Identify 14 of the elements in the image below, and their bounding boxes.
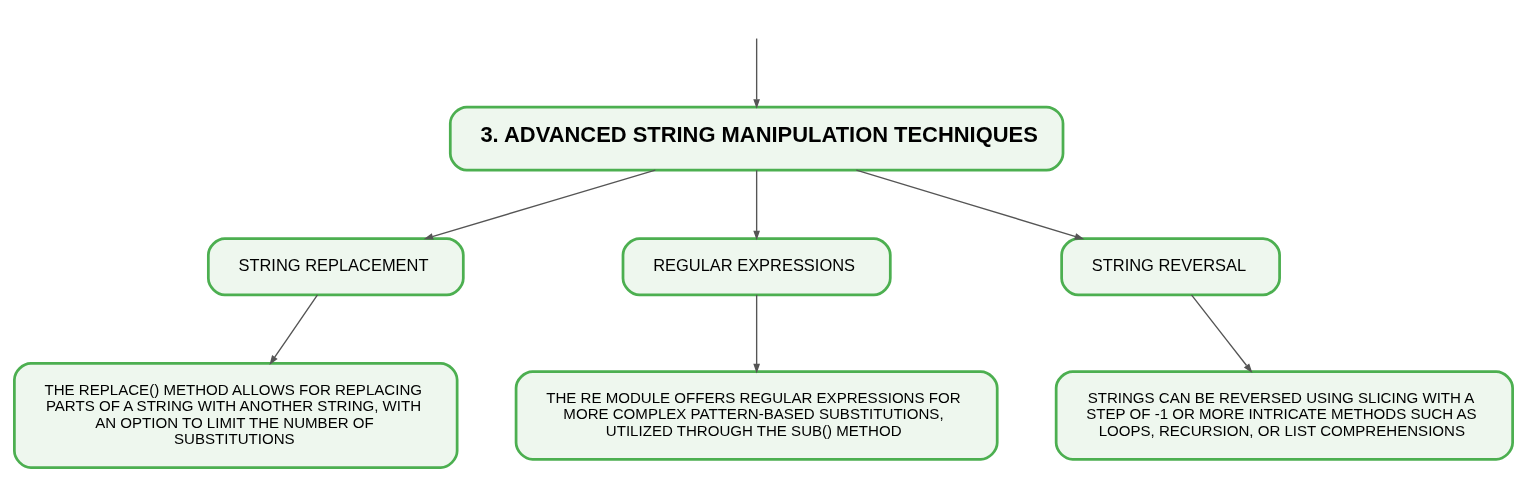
arrow — [423, 168, 656, 240]
node-box: REGULAR EXPRESSIONS — [621, 236, 892, 296]
arrow — [269, 293, 319, 365]
arrow — [753, 293, 760, 373]
arrow — [855, 168, 1085, 240]
arrow — [1190, 293, 1253, 373]
arrow — [753, 37, 760, 109]
node-box: STRING REPLACEMENT — [206, 236, 465, 296]
node-box: 3. ADVANCED STRING MANIPULATION TECHNIQUES — [448, 105, 1065, 171]
arrow — [753, 169, 760, 240]
node-box: THE RE MODULE OFFERS REGULAR EXPRESSIONS FOR MORE COMPLEX PATTERN-BASED SUBSTITUTIONS, UTILIZED THROUGH THE SUB() METHOD — [514, 369, 999, 461]
node-box: STRINGS CAN BE REVERSED USING SLICING WITH A STEP OF -1 OR MORE INTRICATE METHODS SUCH AS LOOPS, RECURSION, OR LIST COMPREHENSIONS — [1054, 369, 1514, 461]
node-box: STRING REVERSAL — [1060, 236, 1281, 296]
node-box: THE REPLACE() METHOD ALLOWS FOR REPLACING PARTS OF A STRING WITH ANOTHER STRING, WITH AN OPTION TO LIMIT THE NUMBER OF SUBSTITUTIONS — [13, 361, 459, 469]
